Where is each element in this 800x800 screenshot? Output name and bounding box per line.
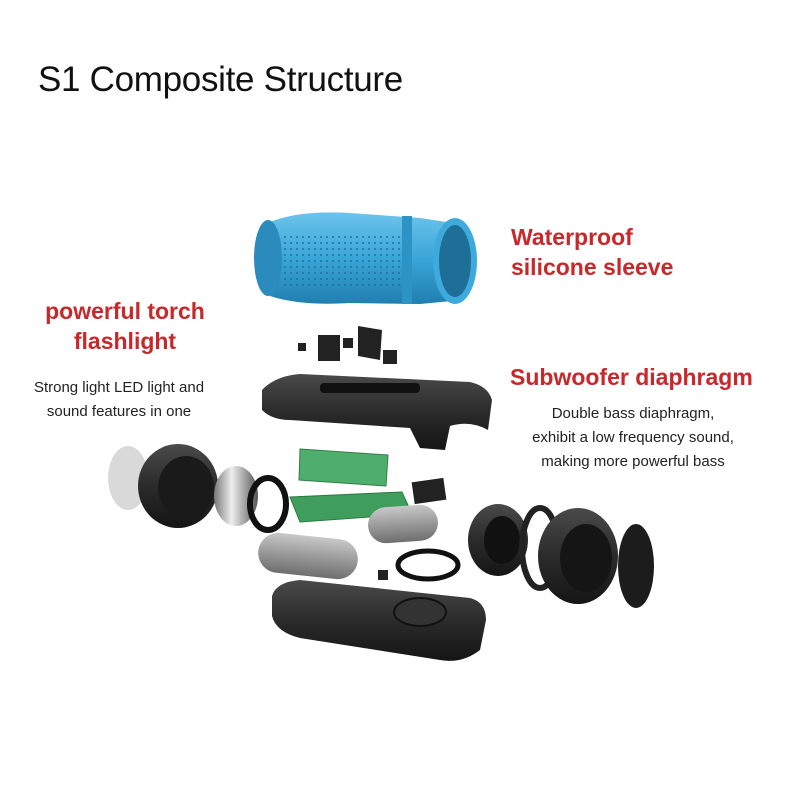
torch-callout-line2: flashlight (73, 328, 177, 354)
torch-description: Strong light LED light and sound feature… (14, 376, 224, 424)
lower-shell (272, 580, 486, 661)
torch-description-line2: sound features in one (46, 403, 192, 420)
subwoofer-description-line2: exhibit a low frequency sound, (532, 429, 734, 446)
torch-callout-line1: powerful torch (45, 298, 205, 324)
subwoofer-callout: Subwoofer diaphragm (510, 364, 753, 390)
subwoofer-description: Double bass diaphragm, exhibit a low fre… (508, 402, 758, 474)
subwoofer-description-line1: Double bass diaphragm, (551, 405, 715, 422)
upper-shell (262, 374, 492, 450)
diaphragm-ring (378, 548, 461, 582)
page-title: S1 Composite Structure (38, 60, 403, 99)
torch-callout: powerful torch flashlight (20, 296, 230, 356)
sleeve-callout-line2: silicone sleeve (511, 254, 674, 280)
silicone-sleeve (254, 212, 477, 304)
switch-parts (298, 326, 397, 364)
sleeve-callout-line1: Waterproof (511, 224, 633, 250)
torch-head (108, 444, 289, 533)
battery-cells (258, 504, 438, 580)
subwoofer-assembly (468, 504, 654, 608)
torch-description-line1: Strong light LED light and (33, 379, 205, 396)
subwoofer-description-line3: making more powerful bass (541, 453, 725, 470)
sleeve-callout: Waterproof silicone sleeve (511, 222, 673, 282)
